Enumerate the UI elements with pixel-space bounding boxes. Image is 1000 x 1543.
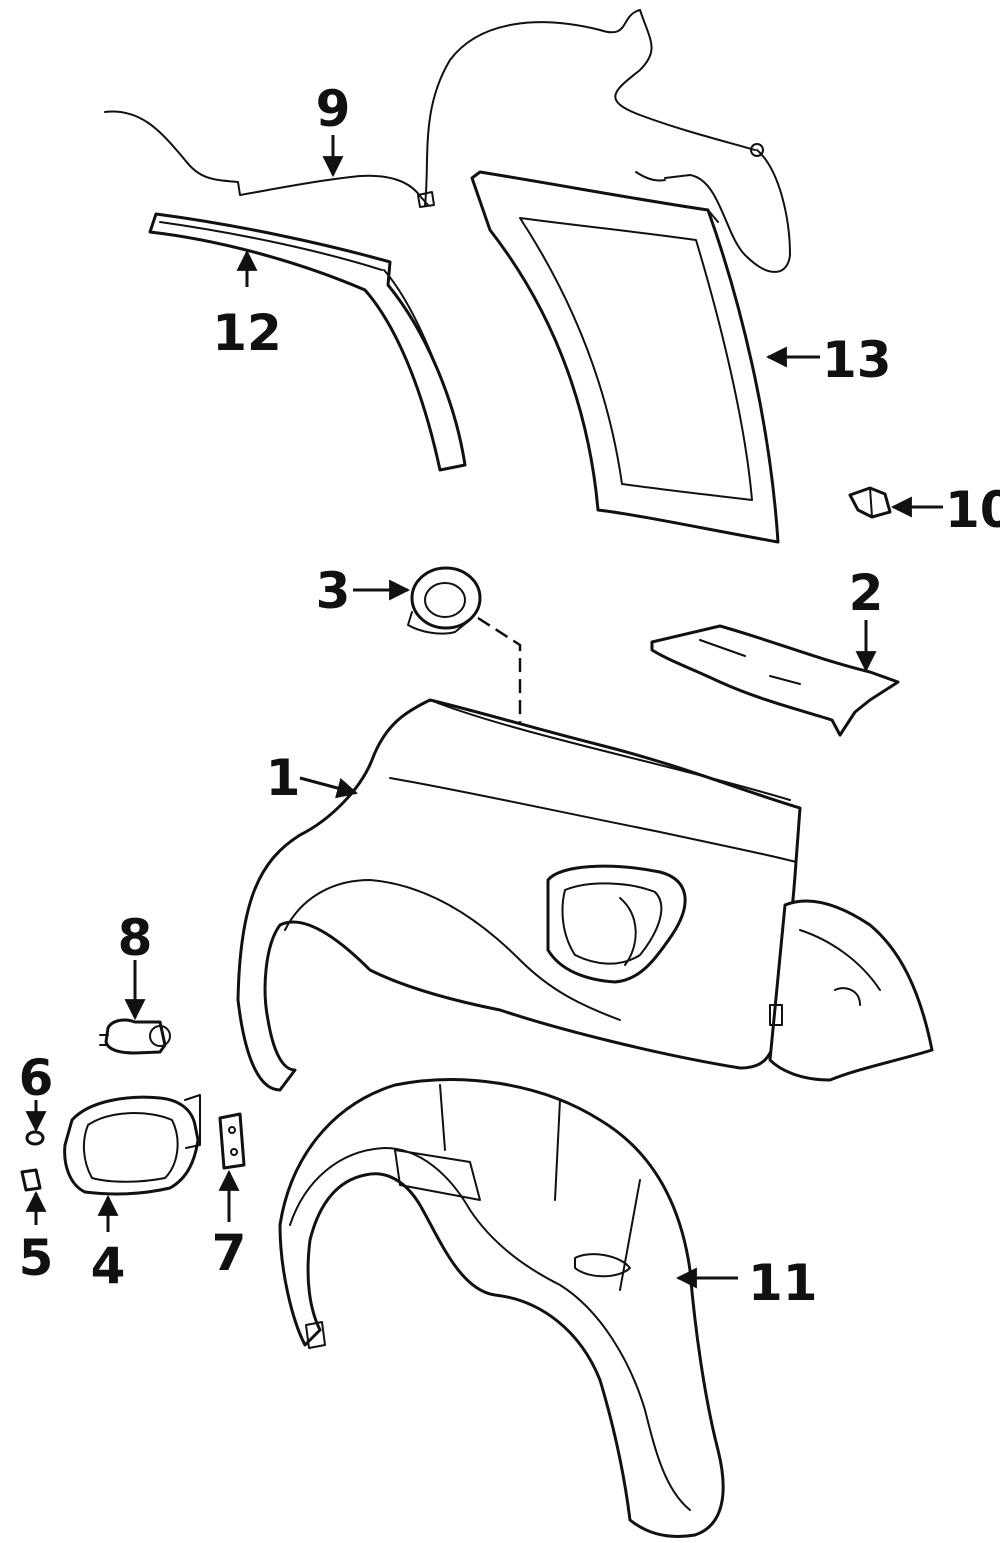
- callout-1: 1: [266, 749, 301, 807]
- part-8-lock: [99, 1018, 171, 1055]
- part-2-bracket: [650, 624, 900, 737]
- part-12-arch-trim: [148, 212, 467, 472]
- callout-13: 13: [822, 331, 892, 389]
- part-7-plate: [218, 1112, 246, 1170]
- callout-7: 7: [212, 1224, 247, 1282]
- callout-labels: 9 12 13 10 3 2 1 8 6 5 4 7 11: [19, 80, 1000, 1312]
- callout-11: 11: [748, 1254, 818, 1312]
- part-5-fastener: [20, 1168, 42, 1192]
- leader-lines: [25, 135, 943, 1289]
- part-13-quarter-trim: [470, 170, 780, 544]
- callout-8: 8: [118, 909, 153, 967]
- callout-9: 9: [316, 80, 351, 138]
- part-10-clip: [848, 486, 892, 519]
- callout-12: 12: [212, 304, 282, 362]
- callout-3: 3: [316, 562, 351, 620]
- callout-4: 4: [91, 1237, 126, 1295]
- part-6-fastener: [25, 1130, 45, 1146]
- part-9-cable: [104, 9, 791, 273]
- callout-10: 10: [945, 481, 1000, 539]
- leader-1: [299, 776, 359, 799]
- callout-5: 5: [19, 1229, 54, 1287]
- part-3-filler-housing: [407, 566, 482, 635]
- callout-2: 2: [849, 564, 884, 622]
- part-4-fuel-door: [63, 1094, 201, 1196]
- callout-6: 6: [19, 1049, 54, 1107]
- part-11-wheelhouse-liner: [278, 1078, 725, 1539]
- part-1-quarter-panel: [236, 698, 934, 1092]
